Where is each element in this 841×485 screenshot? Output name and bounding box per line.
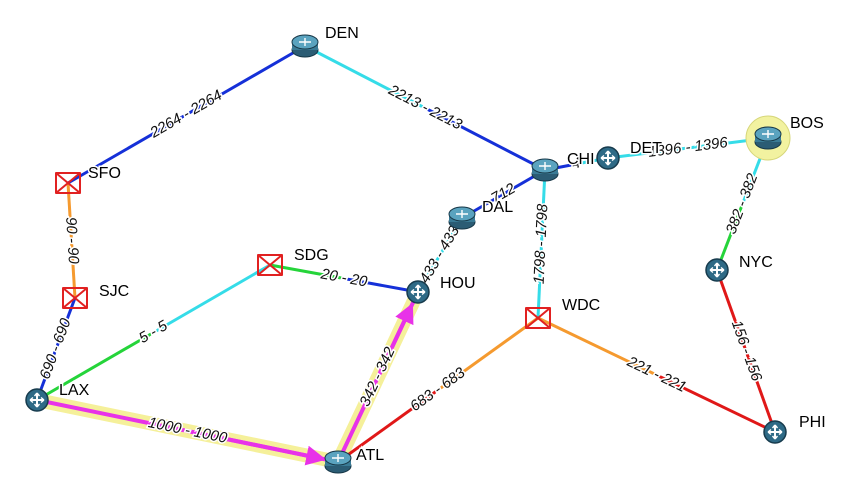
- firewall-icon: [525, 307, 551, 329]
- router-icon: [324, 450, 352, 474]
- link-label-wdc-atl: 683 - 683: [407, 364, 469, 415]
- router-icon: [291, 34, 319, 58]
- link-lax-sdg-segment-b[interactable]: [152, 263, 271, 334]
- node-label-den: DEN: [325, 25, 359, 42]
- links-group: [35, 44, 777, 466]
- node-lax[interactable]: LAX: [25, 381, 91, 412]
- node-label-det: DET: [630, 140, 662, 157]
- switch-icon: [596, 146, 620, 170]
- link-nyc-phi-segment-a[interactable]: [715, 269, 748, 352]
- node-label-sfo: SFO: [88, 165, 121, 182]
- link-wdc-atl-segment-a[interactable]: [437, 316, 539, 392]
- link-label-chi-wdc: 1798 - 1798: [531, 203, 552, 284]
- link-chi-wdc-segment-b[interactable]: [536, 243, 543, 319]
- link-sfo-den-segment-a[interactable]: [67, 113, 188, 185]
- link-wdc-phi-segment-b[interactable]: [655, 373, 776, 434]
- node-den[interactable]: DEN: [291, 24, 360, 58]
- node-det[interactable]: DET: [596, 139, 664, 170]
- firewall-icon: [55, 172, 81, 194]
- node-chi[interactable]: CHI: [531, 150, 596, 182]
- link-atl-hou-segment-a[interactable]: [336, 376, 380, 463]
- link-label-bos-nyc: 382 - 382: [723, 171, 762, 237]
- nodes-group: DEN BOS SFO CHI DET DAL SDG SJC NYC HOU WDC LAX PHI A…: [25, 24, 827, 474]
- switch-icon: [763, 420, 787, 444]
- node-nyc[interactable]: NYC: [705, 253, 774, 282]
- node-label-bos: BOS: [790, 115, 824, 132]
- link-label-lax-atl: 1000 - 1000: [147, 414, 229, 447]
- node-label-dal: DAL: [482, 199, 513, 216]
- node-sdg[interactable]: SDG: [257, 246, 330, 276]
- node-wdc[interactable]: WDC: [525, 296, 602, 329]
- node-label-sjc: SJC: [99, 283, 129, 300]
- node-label-lax: LAX: [59, 382, 90, 399]
- link-wdc-atl-segment-b[interactable]: [337, 388, 439, 464]
- link-lax-sdg-segment-a[interactable]: [36, 331, 155, 402]
- link-wdc-phi-segment-a[interactable]: [537, 316, 658, 377]
- node-label-wdc: WDC: [562, 297, 600, 314]
- node-hou[interactable]: HOU: [406, 274, 477, 304]
- path-highlight: [30, 285, 425, 469]
- router-icon: [754, 126, 782, 150]
- link-label-wdc-phi: 221 - 221: [624, 353, 689, 396]
- link-label-den-chi: 2213 - 2213: [385, 81, 465, 134]
- link-den-chi-segment-b[interactable]: [424, 106, 546, 172]
- switch-icon: [406, 280, 430, 304]
- link-label-atl-hou: 342 - 342: [356, 344, 399, 409]
- router-icon: [448, 206, 476, 230]
- node-dal[interactable]: DAL: [448, 198, 515, 230]
- link-label-sdg-hou: 20 - 20: [319, 265, 370, 290]
- path-highlight-group: [30, 285, 425, 469]
- link-lax-atl-arrow: [187, 429, 327, 466]
- node-sfo[interactable]: SFO: [55, 164, 122, 194]
- link-label-nyc-phi: 156 - 156: [728, 318, 766, 384]
- node-label-hou: HOU: [440, 275, 476, 292]
- node-label-nyc: NYC: [739, 254, 773, 271]
- router-icon: [531, 158, 559, 182]
- link-label-lax-sdg: 5 - 5: [136, 317, 171, 347]
- link-sfo-den-segment-b[interactable]: [185, 44, 306, 116]
- node-atl[interactable]: ATL: [324, 446, 386, 474]
- link-atl-hou-arrow: [376, 302, 414, 378]
- firewall-icon: [62, 287, 88, 309]
- link-sdg-hou-segment-b[interactable]: [343, 277, 419, 294]
- link-label-sfo-den: 2264 - 2264: [146, 87, 225, 142]
- link-label-sfo-sjc: 90 - 90: [62, 217, 82, 265]
- link-den-chi-segment-a[interactable]: [304, 44, 426, 110]
- link-chi-wdc-segment-a[interactable]: [540, 169, 547, 245]
- link-sjc-lax-segment-a[interactable]: [54, 297, 77, 350]
- link-label-sjc-lax: 690 - 690: [36, 316, 74, 382]
- node-bos[interactable]: BOS: [745, 114, 825, 161]
- link-bos-nyc-segment-b[interactable]: [715, 203, 744, 271]
- firewall-icon: [257, 254, 283, 276]
- node-label-sdg: SDG: [294, 247, 329, 264]
- switch-icon: [705, 258, 729, 282]
- node-label-atl: ATL: [356, 447, 384, 464]
- switch-icon: [25, 388, 49, 412]
- node-phi[interactable]: PHI: [763, 413, 827, 444]
- node-label-phi: PHI: [799, 414, 826, 431]
- node-label-chi: CHI: [567, 151, 595, 168]
- link-nyc-phi-segment-b[interactable]: [744, 350, 777, 433]
- link-lax-atl-segment-a[interactable]: [36, 398, 188, 433]
- node-sjc[interactable]: SJC: [62, 282, 131, 309]
- link-det-bos-segment-a[interactable]: [607, 146, 689, 160]
